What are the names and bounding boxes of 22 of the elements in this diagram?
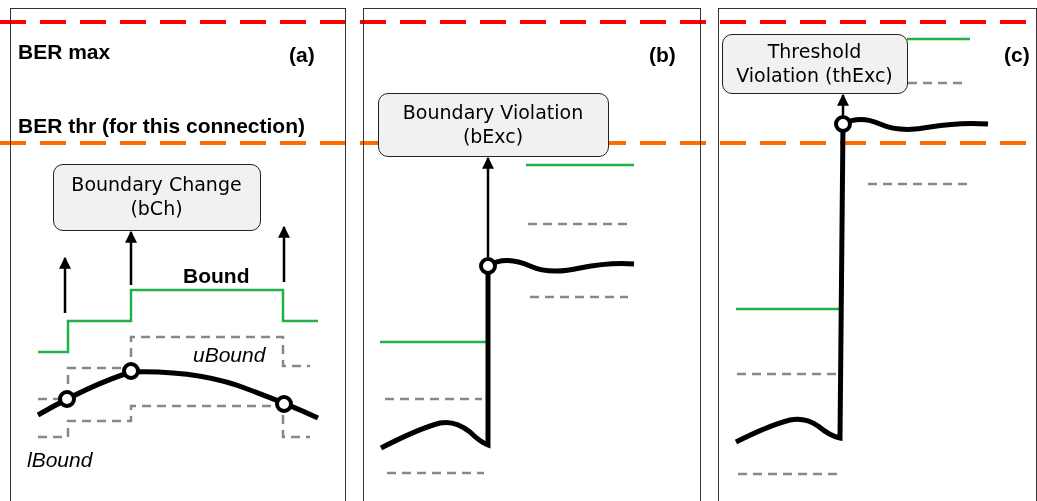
level-label: BER max <box>18 40 111 64</box>
sample-marker <box>478 256 497 275</box>
sample-marker <box>833 114 852 133</box>
event-box: Boundary Violation (bExc) <box>377 92 609 157</box>
event-box: Boundary Change (bCh) <box>52 163 261 231</box>
event-box: Threshold Violation (thExc) <box>721 33 908 94</box>
panel-letter: (a) <box>289 43 315 67</box>
panel-frame <box>718 8 1037 501</box>
panel-letter: (c) <box>1004 43 1030 67</box>
sample-marker <box>274 394 293 413</box>
curve-label: uBound <box>193 343 266 367</box>
sample-marker <box>121 361 140 380</box>
arrow <box>482 156 494 257</box>
panel-frame <box>363 8 701 501</box>
curve-label: Bound <box>183 264 250 288</box>
panel-letter: (b) <box>649 43 676 67</box>
level-label: BER thr (for this connection) <box>18 114 305 138</box>
curve-label: lBound <box>27 448 93 472</box>
sample-marker <box>57 389 76 408</box>
arrow <box>837 93 849 115</box>
panel-frame <box>10 8 346 501</box>
arrow <box>125 230 137 285</box>
